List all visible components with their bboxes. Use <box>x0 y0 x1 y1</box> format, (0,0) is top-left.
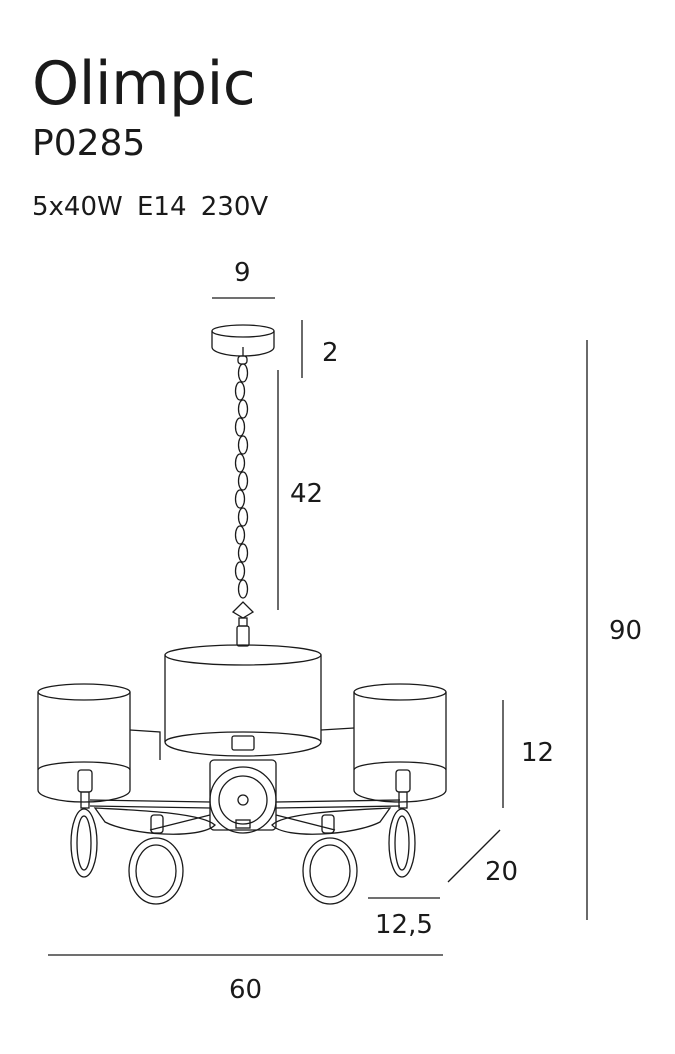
dim-total-height: 90 <box>609 616 643 646</box>
back-left-shade-edge <box>129 729 161 760</box>
product-specs: 5x40W E14 230V <box>32 192 269 222</box>
right-shade <box>353 683 447 803</box>
center-shade <box>164 644 322 757</box>
decorative-rings <box>70 808 416 905</box>
dim-canopy-height: 2 <box>322 338 339 368</box>
chain <box>231 347 255 647</box>
dim-depth: 20 <box>485 857 519 887</box>
dimension-lines <box>48 297 588 956</box>
dim-chain-length: 42 <box>290 479 324 509</box>
center-body <box>209 735 277 834</box>
dim-shade-height: 12 <box>521 738 555 768</box>
product-code: P0285 <box>32 123 146 164</box>
product-name: Olimpic <box>32 49 256 119</box>
left-shade <box>37 683 131 803</box>
dim-total-width: 60 <box>229 975 263 1005</box>
depth-line <box>447 829 501 883</box>
back-right-shade-edge <box>320 727 355 731</box>
dim-canopy-width: 9 <box>234 258 251 288</box>
arms <box>89 799 401 835</box>
dim-shade-diameter: 12,5 <box>375 910 433 940</box>
lamp-holders <box>77 769 411 834</box>
